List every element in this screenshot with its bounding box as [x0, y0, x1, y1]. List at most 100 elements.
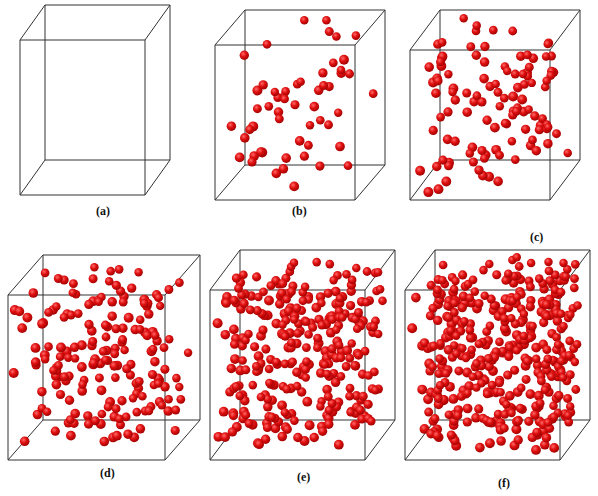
box-edge [410, 200, 550, 201]
particle [263, 40, 272, 49]
particle [463, 389, 471, 397]
particle [318, 68, 327, 77]
particle [433, 285, 442, 294]
particle [429, 126, 438, 135]
particle [31, 358, 40, 367]
particle [566, 310, 574, 318]
particle [513, 253, 521, 261]
particle [101, 356, 110, 365]
particle [112, 431, 122, 441]
particle [474, 299, 483, 308]
particle [136, 315, 145, 324]
particle [256, 147, 265, 156]
particle [230, 340, 239, 349]
particle [117, 396, 126, 405]
particle [302, 343, 311, 352]
box-edge [215, 165, 245, 200]
box-edge [405, 460, 560, 461]
particle [480, 42, 489, 51]
particle [77, 362, 87, 372]
box-edge [45, 160, 170, 161]
box-edge [405, 290, 560, 291]
particle [97, 385, 107, 395]
particle [323, 289, 332, 298]
box-edge [410, 50, 411, 200]
particle [309, 433, 319, 443]
particle [302, 317, 311, 326]
particle [127, 283, 136, 292]
particle [68, 288, 77, 297]
particle [570, 283, 579, 292]
particle [484, 354, 493, 363]
particle [290, 258, 298, 266]
particle [444, 70, 452, 78]
particle [433, 76, 442, 85]
particle [495, 151, 504, 160]
particle [129, 394, 137, 402]
particle [234, 284, 243, 293]
particle [543, 139, 553, 149]
particle [136, 424, 146, 434]
particle [78, 380, 87, 389]
box-edge [8, 255, 43, 295]
particle [37, 319, 47, 329]
particle [112, 404, 121, 413]
particle [573, 340, 582, 349]
particle [332, 326, 340, 334]
particle [272, 169, 282, 179]
particle [571, 358, 579, 366]
particle [107, 297, 117, 307]
box-edge [580, 10, 581, 160]
particle [290, 315, 298, 323]
particle [542, 312, 551, 321]
particle [557, 310, 566, 319]
particle [520, 80, 529, 89]
particle [136, 325, 145, 334]
particle [52, 302, 61, 311]
particle [436, 339, 445, 348]
particle [496, 388, 505, 397]
particle [288, 357, 297, 366]
particle [306, 121, 314, 129]
particle [458, 270, 467, 279]
box-edge [365, 420, 395, 460]
particle [287, 287, 296, 296]
panel-label: (a) [96, 204, 110, 219]
particle [95, 373, 104, 382]
particle [513, 293, 521, 301]
particle [280, 95, 289, 104]
particle [99, 347, 108, 356]
particle [503, 370, 512, 379]
particle [362, 298, 371, 307]
particle [472, 21, 481, 30]
particle [514, 417, 523, 426]
panel-label: (f) [498, 476, 510, 491]
particle [512, 107, 521, 116]
particle [564, 411, 573, 420]
particle [261, 345, 270, 354]
particle [439, 261, 448, 270]
particle [241, 365, 250, 374]
particle [531, 445, 541, 455]
particle [135, 377, 144, 386]
particle [29, 288, 39, 298]
particle [352, 31, 361, 40]
particle [302, 357, 311, 366]
box-edge [8, 295, 9, 460]
particle [450, 341, 458, 349]
particle [245, 419, 254, 428]
particle [292, 368, 301, 377]
particle [491, 80, 500, 89]
particle [424, 408, 433, 417]
particle [175, 278, 184, 287]
particle [435, 354, 444, 363]
particle [265, 365, 274, 374]
panel-label: (d) [100, 466, 115, 481]
particle [466, 294, 475, 303]
particle [332, 32, 341, 41]
particle [477, 146, 486, 155]
particle [363, 400, 372, 409]
particle [351, 361, 361, 371]
particle [329, 276, 337, 284]
particle [31, 343, 41, 353]
